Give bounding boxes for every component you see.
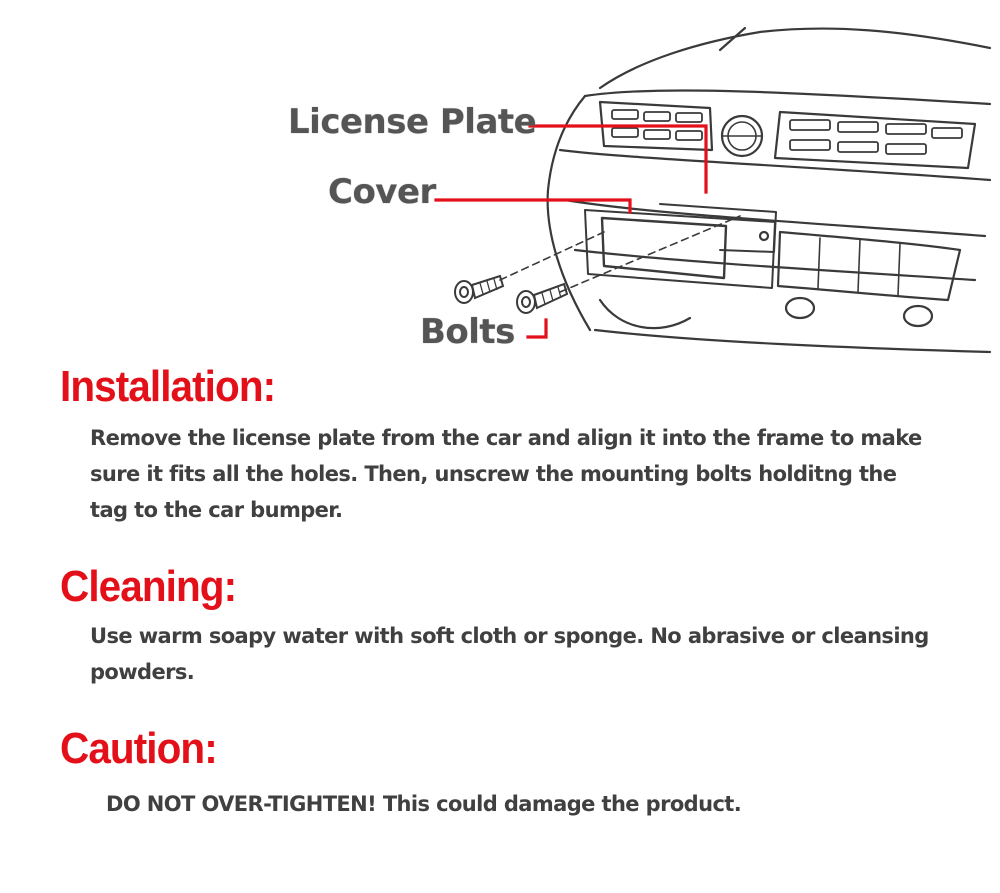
plate-recess (584, 209, 776, 289)
leader-cover (434, 198, 632, 214)
alignment-lines (499, 215, 741, 293)
car-front-diagram (434, 26, 992, 354)
license-plate-label: License Plate (288, 102, 537, 142)
plate-hole (758, 230, 770, 242)
bolt-left (454, 274, 505, 304)
plate-back (659, 203, 777, 253)
cover-label: Cover (328, 172, 436, 212)
grille-outline (598, 100, 714, 152)
leader-bolts (526, 318, 548, 339)
hood-front (583, 89, 992, 106)
grille-slats-right (789, 119, 963, 155)
cleaning-text: Use warm soapy water with soft cloth or … (90, 624, 929, 684)
installation-heading: Installation: (60, 362, 276, 411)
intake-bars (817, 237, 901, 296)
fog-light-right (902, 304, 934, 328)
windshield-edge (718, 26, 747, 52)
hood-outline (598, 27, 992, 90)
grille-slats-left (611, 109, 703, 141)
bumper-top (563, 198, 987, 238)
bolt-right (516, 282, 569, 314)
installation-text: Remove the license plate from the car an… (90, 426, 922, 522)
leader-plate (528, 124, 708, 194)
bumper-lower (573, 248, 977, 282)
fog-light-left (784, 296, 816, 320)
bumper-bottom (593, 328, 992, 354)
caution-heading: Caution: (60, 724, 218, 773)
headlight-line (558, 148, 992, 182)
caution-text: DO NOT OVER-TIGHTEN! This could damage t… (106, 792, 742, 816)
wheel-arch (598, 298, 692, 330)
cleaning-heading: Cleaning: (60, 562, 237, 611)
cover-frame (600, 216, 728, 280)
bolts-label: Bolts (420, 312, 515, 352)
lower-intake (776, 230, 962, 302)
fender-left (546, 94, 592, 332)
brand-emblem (720, 114, 764, 158)
grille-outline-right (773, 110, 977, 170)
